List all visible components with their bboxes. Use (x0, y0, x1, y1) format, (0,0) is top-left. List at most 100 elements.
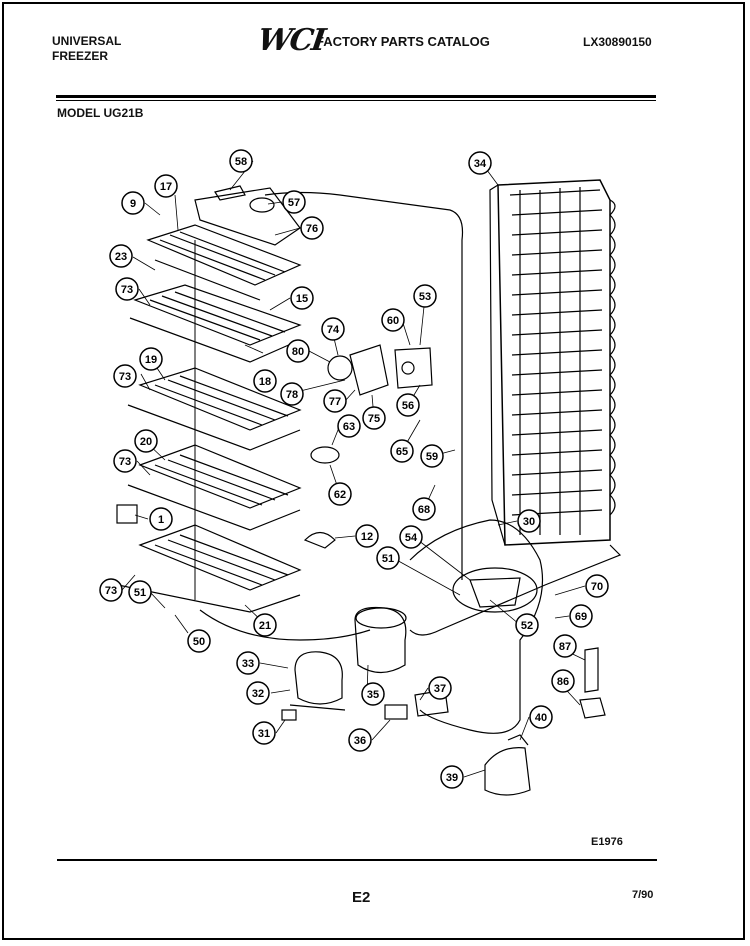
svg-text:39: 39 (446, 772, 458, 784)
svg-text:73: 73 (105, 585, 117, 597)
callout-30: 30 (517, 509, 541, 533)
header-rule-thick (56, 95, 656, 98)
condenser-coil (452, 567, 538, 613)
diagram-id: E1976 (591, 836, 623, 848)
callout-70: 70 (585, 574, 609, 598)
callout-73: 73 (113, 449, 137, 473)
callout-65: 65 (390, 439, 414, 463)
callout-15: 15 (290, 286, 314, 310)
svg-text:73: 73 (119, 456, 131, 468)
callout-77: 77 (323, 389, 347, 413)
compressor-mounts (281, 651, 346, 721)
catalog-title: FACTORY PARTS CATALOG (316, 34, 490, 49)
callout-57: 57 (282, 190, 306, 214)
svg-text:75: 75 (368, 413, 380, 425)
callout-75: 75 (362, 406, 386, 430)
callout-78: 78 (280, 382, 304, 406)
callout-31: 31 (252, 721, 276, 745)
callout-17: 17 (154, 174, 178, 198)
svg-text:12: 12 (361, 531, 373, 543)
compressor (354, 606, 407, 674)
print-date: 7/90 (632, 889, 654, 901)
svg-text:18: 18 (259, 376, 271, 388)
callout-69: 69 (569, 604, 593, 628)
evaporator-coil (489, 179, 616, 546)
diagram-linework (116, 160, 622, 796)
svg-text:73: 73 (119, 371, 131, 383)
discharge-line (409, 544, 622, 636)
svg-text:35: 35 (367, 689, 379, 701)
callout-80: 80 (286, 339, 310, 363)
callout-60: 60 (381, 308, 405, 332)
shelf-4 (127, 444, 302, 531)
footer-rule (57, 859, 657, 861)
callout-50: 50 (187, 629, 211, 653)
svg-text:87: 87 (559, 641, 571, 653)
svg-text:80: 80 (292, 346, 304, 358)
callout-18: 18 (253, 369, 277, 393)
svg-text:19: 19 (145, 354, 157, 366)
svg-text:70: 70 (591, 581, 603, 593)
callout-labels: 58 57 76 9 17 23 73 15 53 60 74 80 73 19… (99, 149, 609, 789)
callout-33: 33 (236, 651, 260, 675)
power-cord (484, 734, 531, 796)
control-housing (194, 185, 301, 246)
svg-text:69: 69 (575, 611, 587, 623)
svg-text:51: 51 (134, 587, 146, 599)
defrost-timer (310, 446, 340, 464)
door-switch (116, 504, 138, 524)
shelf-5 (117, 524, 302, 613)
callout-1: 1 (149, 507, 173, 531)
svg-text:62: 62 (334, 489, 346, 501)
svg-text:36: 36 (354, 735, 366, 747)
fan-motor-assembly (327, 344, 433, 396)
svg-text:77: 77 (329, 396, 341, 408)
callout-86: 86 (551, 669, 575, 693)
callout-36: 36 (348, 728, 372, 752)
callout-40: 40 (529, 705, 553, 729)
model-label: MODEL UG21B (57, 106, 144, 120)
svg-text:73: 73 (121, 284, 133, 296)
callout-51: 51 (376, 546, 400, 570)
callout-58: 58 (229, 149, 253, 173)
callout-68: 68 (412, 497, 436, 521)
callout-54: 54 (399, 525, 423, 549)
svg-text:15: 15 (296, 293, 308, 305)
callout-73: 73 (113, 364, 137, 388)
callout-32: 32 (246, 681, 270, 705)
svg-text:33: 33 (242, 658, 254, 670)
callout-76: 76 (300, 216, 324, 240)
callout-19: 19 (139, 347, 163, 371)
header-rule-thin (56, 100, 656, 101)
svg-text:20: 20 (140, 436, 152, 448)
callout-73: 73 (115, 277, 139, 301)
svg-text:31: 31 (258, 728, 270, 740)
svg-text:74: 74 (327, 324, 340, 336)
callout-37: 37 (428, 676, 452, 700)
svg-text:30: 30 (523, 516, 535, 528)
svg-text:63: 63 (343, 421, 355, 433)
callout-23: 23 (109, 244, 133, 268)
callout-73: 73 (99, 578, 123, 602)
callout-35: 35 (361, 682, 385, 706)
svg-text:40: 40 (535, 712, 547, 724)
callout-9: 9 (121, 191, 145, 215)
svg-text:53: 53 (419, 291, 431, 303)
shelf-1 (146, 224, 302, 301)
callout-53: 53 (413, 284, 437, 308)
page-number: E2 (352, 889, 371, 906)
svg-text:86: 86 (557, 676, 569, 688)
callout-59: 59 (420, 444, 444, 468)
callout-56: 56 (396, 393, 420, 417)
svg-text:60: 60 (387, 315, 399, 327)
svg-text:51: 51 (382, 553, 394, 565)
svg-text:50: 50 (193, 636, 205, 648)
svg-text:54: 54 (405, 532, 418, 544)
brand-line1: UNIVERSAL (52, 34, 122, 48)
callout-63: 63 (337, 414, 361, 438)
svg-text:17: 17 (160, 181, 172, 193)
svg-text:58: 58 (235, 156, 247, 168)
svg-text:65: 65 (396, 446, 408, 458)
